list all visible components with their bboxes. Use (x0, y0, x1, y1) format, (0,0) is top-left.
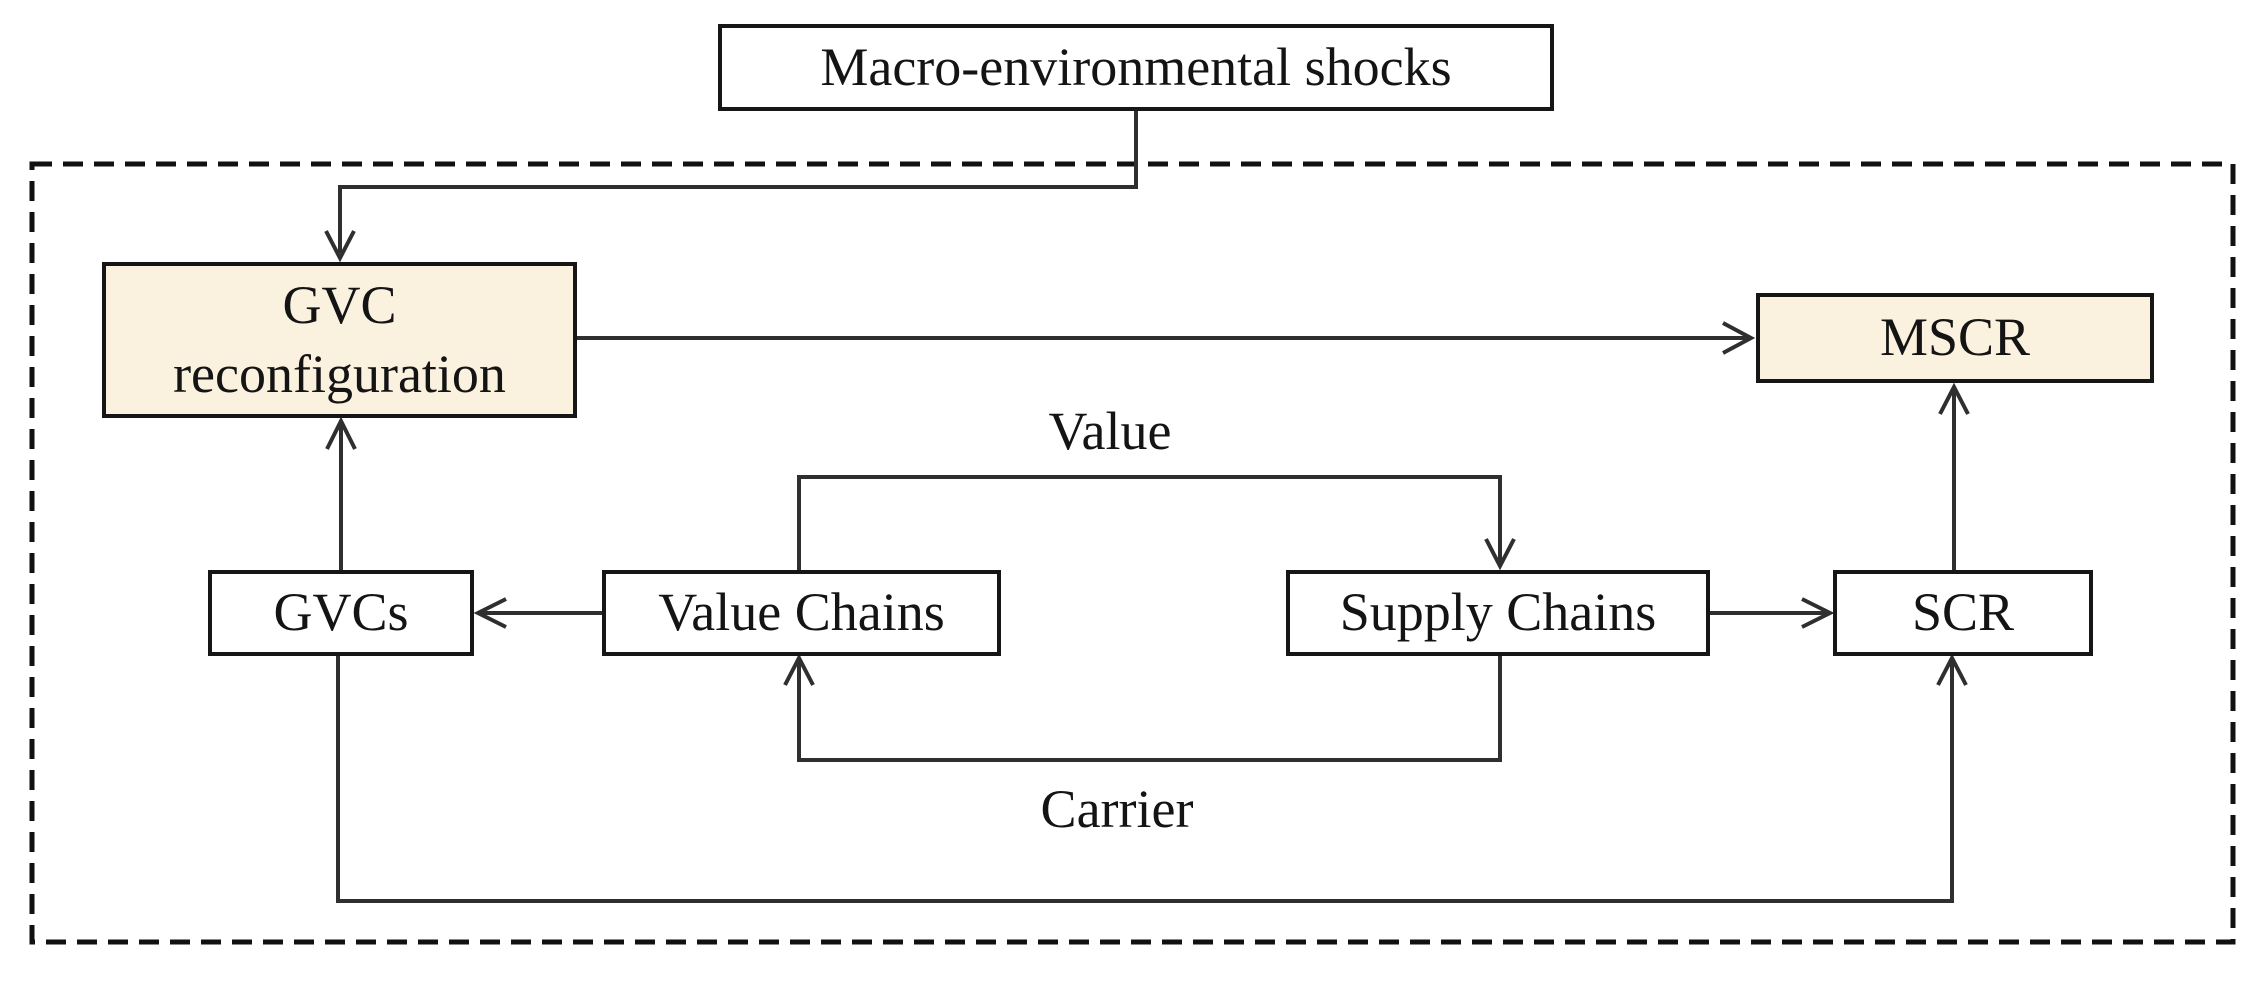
node-label: Supply Chains (1339, 582, 1657, 643)
arrowhead-down-icon (1484, 538, 1516, 571)
node-value-chains: Value Chains (602, 570, 1001, 656)
node-scr: SCR (1833, 570, 2093, 656)
arrow-scr-to-mscr (1938, 382, 1970, 570)
arrow-shaft (336, 656, 1954, 903)
arrow-shaft (338, 111, 1138, 253)
arrowhead-right-icon (1722, 321, 1756, 355)
node-gvc-reconfiguration: GVC reconfiguration (102, 262, 577, 418)
node-label: MSCR (1879, 307, 2031, 368)
node-mscr: MSCR (1756, 293, 2154, 383)
node-label: SCR (1911, 582, 2015, 643)
arrow-shaft (797, 475, 1502, 570)
node-macro-environmental-shocks: Macro-environmental shocks (718, 24, 1554, 111)
edge-label-carrier: Carrier (1040, 779, 1194, 839)
arrow-gvc-reconfiguration-to-mscr (577, 321, 1756, 355)
arrowhead-down-icon (324, 230, 356, 263)
arrow-supply-chains-to-value-chains (783, 653, 1502, 762)
arrow-value-chains-to-supply-chains (797, 475, 1516, 571)
node-supply-chains: Supply Chains (1286, 570, 1710, 656)
node-label: GVCs (273, 582, 409, 643)
node-label-line1: GVC (282, 274, 397, 335)
arrowhead-up-icon (325, 416, 357, 450)
arrow-gvcs-to-gvc-reconfiguration (325, 416, 357, 570)
arrowhead-up-icon (1938, 382, 1970, 415)
arrow-supply-chains-to-scr (1710, 597, 1835, 629)
node-label-line2: reconfiguration (173, 344, 506, 404)
arrow-shaft (797, 656, 1502, 762)
edge-label-value: Value (1048, 401, 1172, 461)
node-gvcs: GVCs (208, 570, 474, 656)
dashed-boundary-frame (29, 161, 2236, 945)
arrowhead-right-icon (1801, 597, 1835, 629)
arrowhead-up-icon (783, 653, 815, 686)
arrowhead-up-icon (1936, 653, 1968, 686)
node-label: Macro-environmental shocks (820, 36, 1452, 97)
arrowhead-left-icon (473, 597, 507, 629)
arrow-value-chains-to-gvcs (473, 597, 602, 629)
arrow-gvcs-to-scr (336, 653, 1968, 903)
arrow-macro-shocks-to-gvc-reconfiguration (324, 111, 1138, 263)
node-label: Value Chains (658, 582, 945, 643)
